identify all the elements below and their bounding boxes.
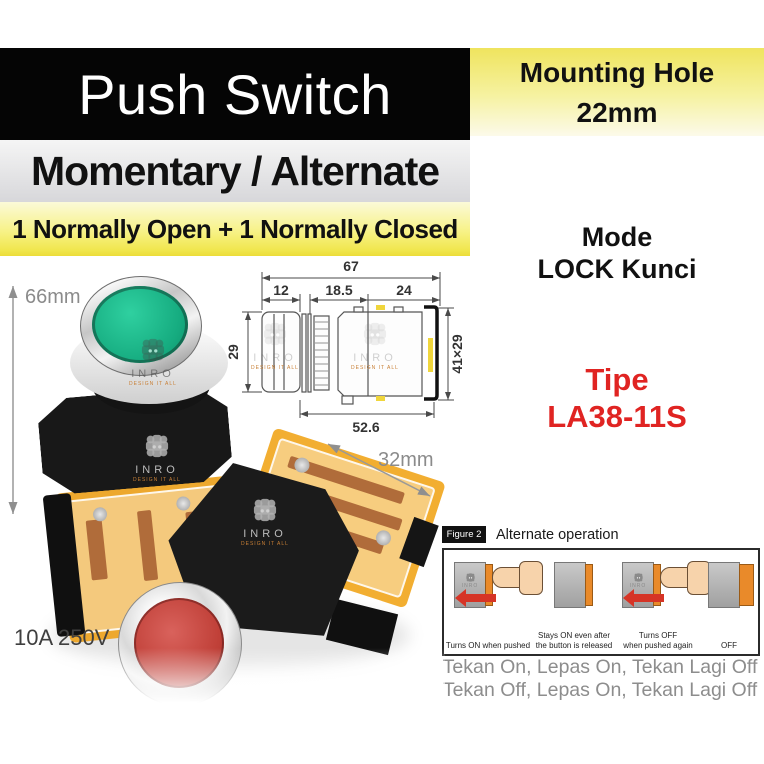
step-caption: OFF xyxy=(721,640,737,650)
figure2-title: Alternate operation xyxy=(496,527,619,543)
step-caption: Turns ON when pushed xyxy=(445,640,531,650)
dim-seg-button: 12 xyxy=(273,282,289,298)
contacts-text: 1 Normally Open + 1 Normally Closed xyxy=(12,213,458,244)
dim-seg-mid: 18.5 xyxy=(325,282,352,298)
push-arrow-icon xyxy=(455,589,496,607)
dim-height-body: 41×29 xyxy=(449,334,465,374)
finger-illustration xyxy=(660,561,711,595)
figure2-step-4: OFF xyxy=(700,550,758,654)
dim-height-button: 29 xyxy=(226,344,241,360)
subtitle-text: Momentary / Alternate xyxy=(30,147,440,194)
title-text: Push Switch xyxy=(78,62,392,126)
note-line-2: Tekan Off, Lepas On, Tekan Lagi Off xyxy=(442,679,758,701)
actuator-strip xyxy=(585,564,593,606)
figure2-step-1: INRO Turns ON when pushed xyxy=(444,550,543,654)
figure2-step-3: INRO Turns OFF when pushed again xyxy=(616,550,711,654)
figure2-tag: Figure 2 xyxy=(442,526,486,543)
type-value: LA38-11S xyxy=(547,399,687,434)
mode-block: Mode LOCK Kunci xyxy=(470,221,764,285)
inro-gear-icon xyxy=(465,573,475,582)
step-caption: Turns OFF when pushed again xyxy=(623,631,693,650)
actuator-strip xyxy=(739,564,754,606)
height-label: 66mm xyxy=(25,286,81,308)
rating-label: 10A 250V xyxy=(14,625,110,650)
button-block xyxy=(554,562,586,608)
dim-depth: 52.6 xyxy=(352,419,379,435)
photo-fade xyxy=(0,648,445,732)
figure2-diagram: INRO Turns ON when pushed Stays ON even … xyxy=(442,548,760,656)
type-block: Tipe LA38-11S xyxy=(470,361,764,435)
mounting-hole-banner: Mounting Hole 22mm xyxy=(470,48,764,136)
inro-gear-icon xyxy=(633,573,643,582)
height-dimension-arrow xyxy=(8,286,18,514)
title-banner: Push Switch xyxy=(0,48,470,140)
operation-notes: Tekan On, Lepas On, Tekan Lagi Off Tekan… xyxy=(436,656,764,702)
width-dimension-arrow xyxy=(327,443,431,497)
finger-illustration xyxy=(492,561,543,595)
figure2-step-2: Stays ON even after the button is releas… xyxy=(532,550,616,654)
width-label: 32mm xyxy=(378,449,434,471)
mounting-hole-line2: 22mm xyxy=(576,97,658,128)
mode-label: Mode xyxy=(581,222,653,252)
actuator-strip xyxy=(485,564,493,606)
mounting-hole-line1: Mounting Hole xyxy=(519,57,715,88)
push-arrow-icon xyxy=(623,589,664,607)
button-block xyxy=(708,562,740,608)
note-line-1: Tekan On, Lepas On, Tekan Lagi Off xyxy=(442,656,758,678)
type-label: Tipe xyxy=(585,362,649,397)
dimension-drawing: 67 12 18.5 24 29 41×29 52.6 xyxy=(226,258,465,435)
contacts-banner: 1 Normally Open + 1 Normally Closed xyxy=(0,202,470,256)
green-button xyxy=(92,286,188,363)
step-caption: Stays ON even after the button is releas… xyxy=(535,631,613,650)
subtitle-banner: Momentary / Alternate xyxy=(0,140,470,202)
figure2-panel: Figure 2 Alternate operation INRO Turns … xyxy=(438,522,764,662)
actuator-strip xyxy=(653,564,661,606)
mode-value: LOCK Kunci xyxy=(537,254,697,284)
dim-seg-body: 24 xyxy=(396,282,412,298)
dim-total-width: 67 xyxy=(343,258,359,274)
